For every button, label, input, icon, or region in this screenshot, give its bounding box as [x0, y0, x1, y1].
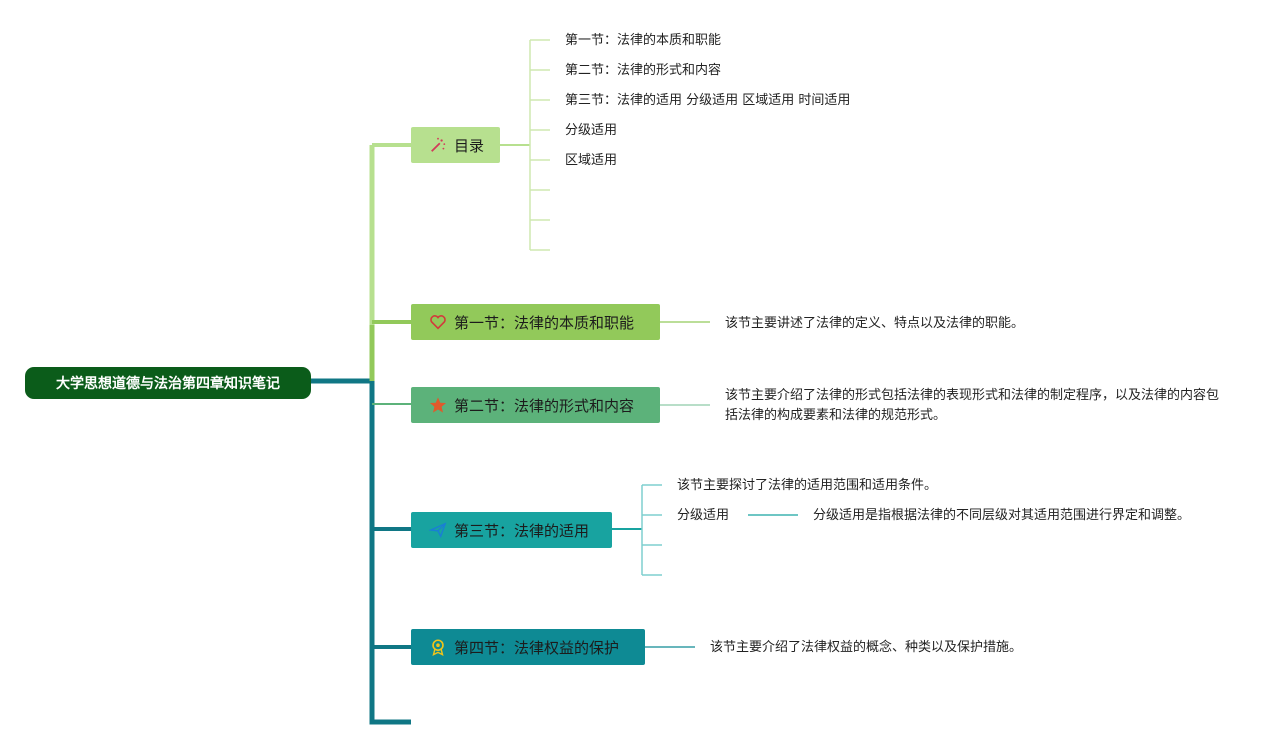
section-4-summary[interactable]: 该节主要介绍了法律权益的概念、种类以及保护措施。 [710, 640, 1023, 655]
section-4-label: 第四节：法律权益的保护 [454, 638, 620, 657]
toc-item[interactable]: 区域适用 [565, 153, 618, 168]
section-1-topic[interactable]: 第一节：法律的本质和职能 [411, 304, 660, 340]
section-3-subtopic-detail[interactable]: 分级适用是指根据法律的不同层级对其适用范围进行界定和调整。 [813, 508, 1191, 523]
heart-icon [429, 313, 447, 331]
section-3-topic[interactable]: 第三节：法律的适用 [411, 512, 612, 548]
toc-item[interactable]: 分级适用 [565, 123, 618, 138]
toc-item[interactable]: 第二节：法律的形式和内容 [565, 63, 722, 78]
paper-plane-icon [429, 521, 447, 539]
section-2-label: 第二节：法律的形式和内容 [454, 396, 635, 415]
section-3-summary[interactable]: 该节主要探讨了法律的适用范围和适用条件。 [677, 478, 938, 493]
root-title: 大学思想道德与法治第四章知识笔记 [56, 376, 280, 392]
magic-wand-icon [429, 136, 447, 154]
section-1-label: 第一节：法律的本质和职能 [454, 313, 635, 332]
section-2-summary[interactable]: 该节主要介绍了法律的形式包括法律的表现形式和法律的制定程序，以及法律的内容包括法… [725, 388, 1220, 423]
section-4-topic[interactable]: 第四节：法律权益的保护 [411, 629, 645, 665]
root-topic[interactable]: 大学思想道德与法治第四章知识笔记 [25, 367, 311, 399]
star-icon [429, 396, 447, 414]
toc-item[interactable]: 第一节：法律的本质和职能 [565, 33, 722, 48]
section-2-topic[interactable]: 第二节：法律的形式和内容 [411, 387, 660, 423]
toc-topic[interactable]: 目录 [411, 127, 500, 163]
toc-label: 目录 [454, 136, 485, 155]
toc-item[interactable]: 第三节：法律的适用 分级适用 区域适用 时间适用 [565, 93, 851, 108]
section-1-summary[interactable]: 该节主要讲述了法律的定义、特点以及法律的职能。 [725, 316, 1025, 331]
section-3-subtopic[interactable]: 分级适用 [677, 508, 730, 523]
award-icon [429, 638, 447, 656]
section-3-label: 第三节：法律的适用 [454, 521, 590, 540]
